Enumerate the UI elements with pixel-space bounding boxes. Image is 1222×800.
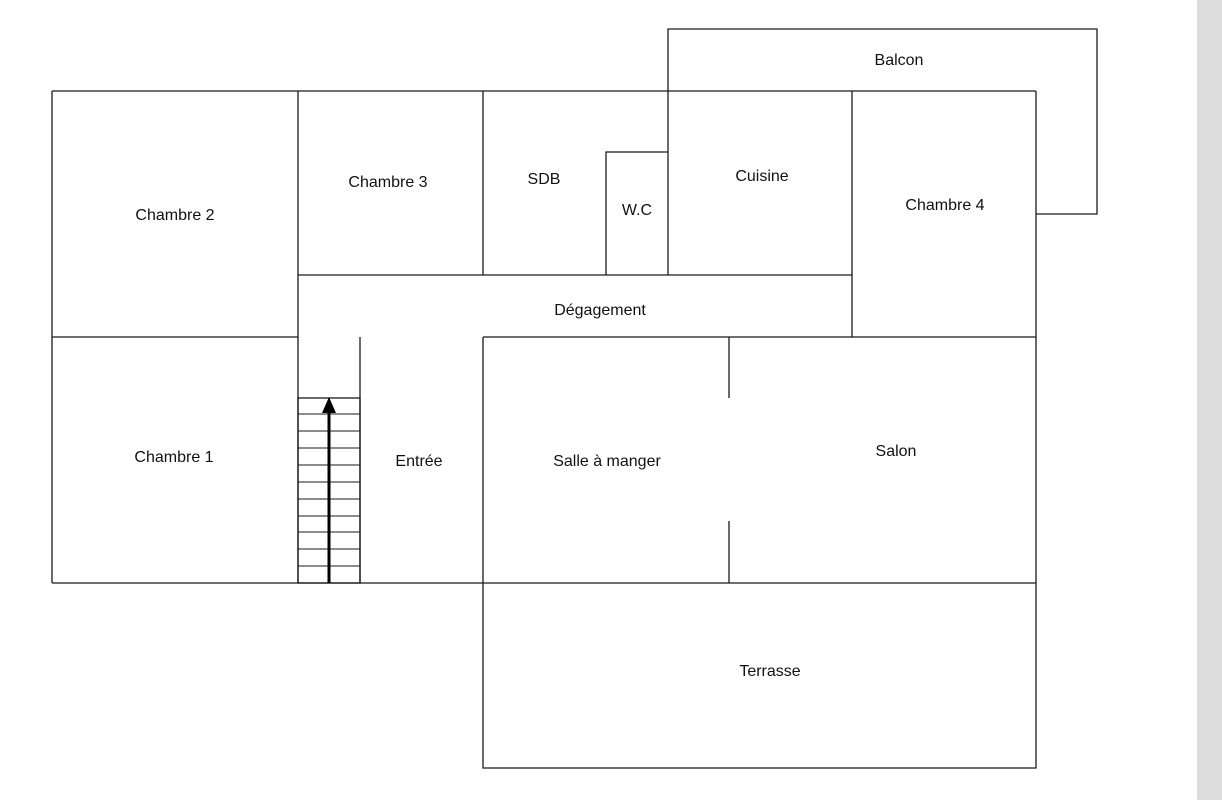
scrollbar-track[interactable] (1197, 0, 1222, 800)
room-label-salle-a-manger: Salle à manger (553, 453, 661, 470)
room-labels: Balcon Chambre 2 Chambre 3 SDB W.C Cuisi… (134, 52, 984, 680)
staircase (297, 397, 361, 584)
room-label-terrasse: Terrasse (739, 663, 800, 680)
room-label-chambre-4: Chambre 4 (905, 197, 984, 214)
room-label-cuisine: Cuisine (735, 168, 788, 185)
room-label-chambre-3: Chambre 3 (348, 174, 427, 191)
balcon-outline (667, 28, 1098, 215)
room-label-salon: Salon (876, 443, 917, 460)
room-label-chambre-1: Chambre 1 (134, 449, 213, 466)
wc-outline (605, 151, 668, 275)
terrasse-outline (482, 583, 1037, 769)
walls (51, 28, 1098, 769)
room-label-wc: W.C (622, 202, 652, 219)
room-label-balcon: Balcon (875, 52, 924, 69)
room-label-entree: Entrée (395, 453, 442, 470)
room-label-sdb: SDB (528, 171, 561, 188)
room-label-degagement: Dégagement (554, 302, 646, 319)
room-label-chambre-2: Chambre 2 (135, 207, 214, 224)
stair-direction-arrow-icon (322, 397, 336, 583)
